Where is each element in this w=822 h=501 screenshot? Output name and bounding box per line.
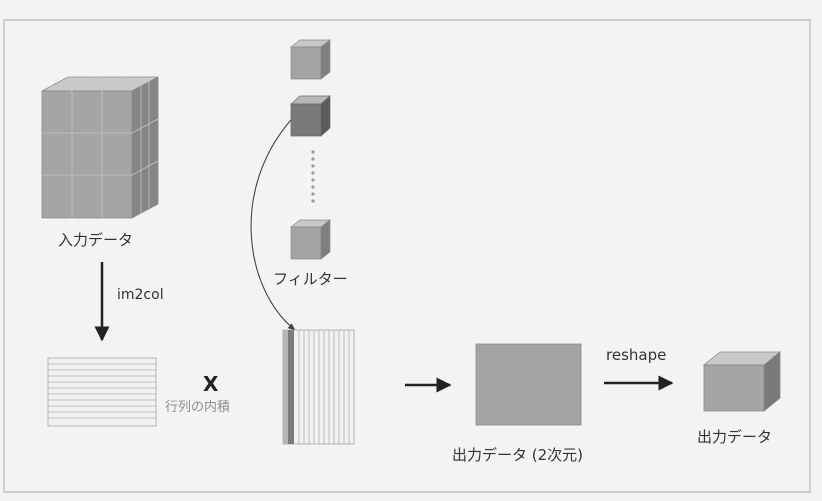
input-matrix-2d [47,357,157,427]
multiply-symbol: X [203,372,219,396]
dot-product-label: 行列の内積 [165,400,231,415]
filter-cube-3 [289,219,332,260]
input-data-label: 入力データ [58,231,134,249]
im2col-label: im2col [117,287,164,303]
filter-cube-2 [290,95,331,137]
output-2d-label: 出力データ (2次元) [452,446,584,464]
input-data-cube [41,76,159,219]
output-matrix-2d [475,343,582,426]
filter-ellipsis-dots [311,150,315,203]
diagram-frame [3,19,811,493]
reshape-label: reshape [606,346,667,364]
filter-to-column-arrow [250,119,296,331]
output-data-label: 出力データ [697,428,773,446]
filter-cube-1 [289,39,332,80]
filter-matrix-columns [282,329,355,445]
output-data-cube [702,351,782,412]
filter-label: フィルター [273,270,348,288]
